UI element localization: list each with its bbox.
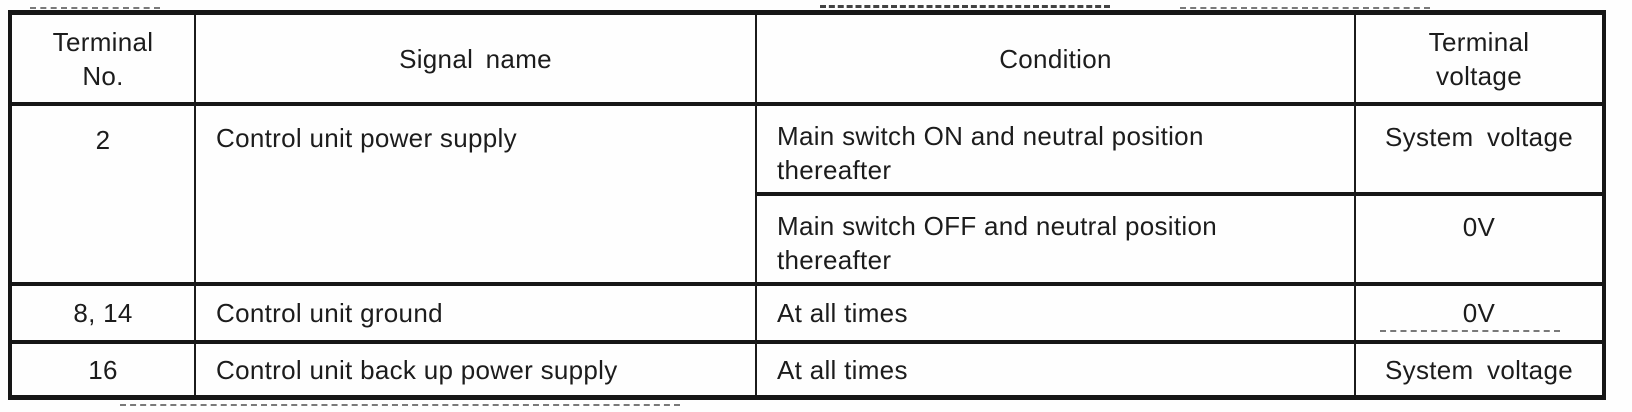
scan-artifact xyxy=(120,404,680,406)
terminal-voltage-cell: 0V xyxy=(1354,282,1602,340)
terminal-no-cell: 8, 14 xyxy=(12,282,194,340)
scan-artifact xyxy=(30,7,160,9)
terminal-voltage-table: Terminal No. Signal name Condition Termi… xyxy=(8,10,1606,400)
condition-cell: At all times xyxy=(755,340,1354,395)
condition-cell: Main switch OFF and neutral position the… xyxy=(755,192,1354,282)
condition-cell: At all times xyxy=(755,282,1354,340)
header-condition: Condition xyxy=(755,15,1354,102)
header-terminal-voltage: Terminal voltage xyxy=(1354,15,1602,102)
scan-artifact xyxy=(820,5,1110,8)
scan-artifact xyxy=(1380,330,1560,332)
signal-name-cell: Control unit ground xyxy=(194,282,755,340)
terminal-voltage-cell: 0V xyxy=(1354,192,1602,282)
signal-name-cell: Control unit power supply xyxy=(194,102,755,282)
scan-artifact xyxy=(1180,7,1430,9)
header-signal-name: Signal name xyxy=(194,15,755,102)
header-terminal-no: Terminal No. xyxy=(52,26,154,91)
signal-name-cell: Control unit back up power supply xyxy=(194,340,755,395)
terminal-no-cell: 16 xyxy=(12,340,194,395)
terminal-no-cell: 2 xyxy=(12,102,194,282)
terminal-voltage-cell: System voltage xyxy=(1354,340,1602,395)
terminal-voltage-cell: System voltage xyxy=(1354,102,1602,192)
condition-cell: Main switch ON and neutral position ther… xyxy=(755,102,1354,192)
